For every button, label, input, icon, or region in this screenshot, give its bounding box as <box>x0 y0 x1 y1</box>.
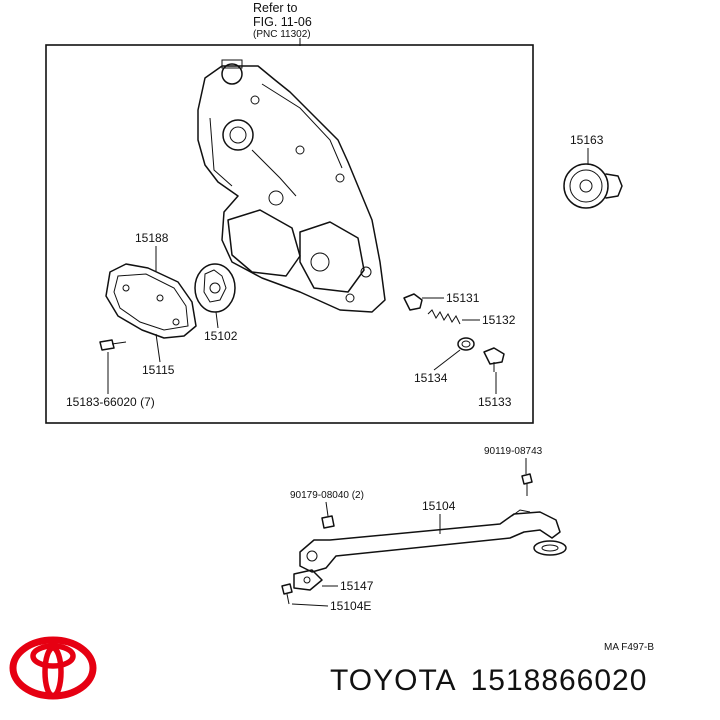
label-15115: 15115 <box>142 363 175 377</box>
brand-name: TOYOTA <box>330 664 457 697</box>
plug-15133-illustration <box>483 347 505 372</box>
leader-15102 <box>215 311 219 329</box>
header-fig-ref: FIG. 11-06 <box>253 15 312 29</box>
gear-15163-illustration <box>563 163 623 209</box>
bolt-15183-illustration <box>99 339 127 351</box>
nut-90179-illustration <box>321 515 335 529</box>
gasket-15147-illustration <box>293 569 323 591</box>
label-15133: 15133 <box>478 395 512 409</box>
label-15131: 15131 <box>446 291 480 305</box>
assembly-frame <box>45 44 534 424</box>
timing-cover-illustration <box>197 59 386 313</box>
rotor-15102-illustration <box>194 263 236 313</box>
bolt-90119-illustration <box>521 473 533 496</box>
label-90119-08743: 90119-08743 <box>484 446 543 457</box>
label-15183-66020: 15183-66020 (7) <box>66 395 155 409</box>
leader-15115 <box>155 333 161 363</box>
footer-part-info: TOYOTA 1518866020 <box>330 664 647 698</box>
label-15188: 15188 <box>135 231 169 245</box>
label-15102: 15102 <box>204 329 238 343</box>
part-number: 1518866020 <box>470 664 648 697</box>
label-15134: 15134 <box>414 371 448 385</box>
header-refer-to: Refer to <box>253 1 298 15</box>
gasket-15134-illustration <box>457 337 475 351</box>
figure-code: MA F497-B <box>604 642 654 653</box>
label-15104E: 15104E <box>330 599 371 613</box>
strainer-15104-illustration <box>299 509 567 573</box>
label-15104: 15104 <box>422 499 456 513</box>
valve-15131-illustration <box>403 293 423 311</box>
label-90179-08040: 90179-08040 (2) <box>290 490 364 501</box>
cover-15115-illustration <box>105 263 197 339</box>
header-pnc-ref: (PNC 11302) <box>253 29 311 40</box>
spring-15132-illustration <box>427 309 461 325</box>
bolt-15104E-illustration <box>281 583 293 605</box>
toyota-logo <box>9 636 97 700</box>
leader-15104E <box>291 603 329 607</box>
leader-90179-08040 <box>325 501 329 517</box>
leader-15134 <box>433 349 461 371</box>
label-15147: 15147 <box>340 579 374 593</box>
label-15163: 15163 <box>570 133 604 147</box>
label-15132: 15132 <box>482 313 516 327</box>
